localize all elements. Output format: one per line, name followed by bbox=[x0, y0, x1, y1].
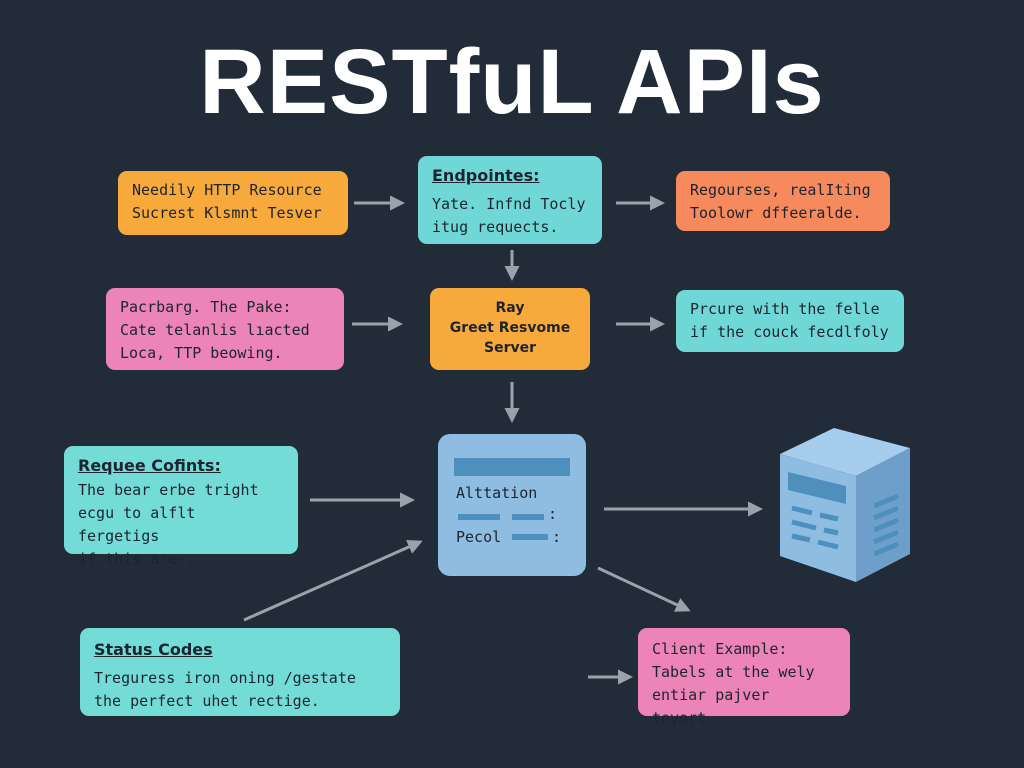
box-line: entiar pajver teyort. bbox=[652, 686, 770, 727]
diagram-title: RESTfuL APIs bbox=[199, 31, 825, 133]
box-line: the perfect uhet rectige. bbox=[94, 692, 320, 710]
box-heading: Status Codes bbox=[94, 640, 213, 659]
box-resources: Regourses, realIting Toolowr dffeeralde. bbox=[676, 171, 890, 231]
box-line: The bear erbe tright bbox=[78, 481, 259, 499]
document-icon: Alttation : Pecol : bbox=[438, 434, 586, 576]
box-line: Loca, TTP beowing. bbox=[120, 344, 283, 362]
box-line: Ray bbox=[495, 300, 525, 316]
box-line: Needily HTTP Resource bbox=[132, 181, 322, 199]
box-heading-plain: Client Example: bbox=[652, 640, 788, 658]
doc-header-bar bbox=[454, 458, 570, 476]
box-line: Treguress iron oning /gestate bbox=[94, 669, 356, 687]
doc-colon: : bbox=[548, 505, 558, 523]
box-http-resource: Needily HTTP Resource Sucrest Klsmnt Tes… bbox=[118, 171, 348, 235]
box-line: if this are.. bbox=[78, 550, 196, 568]
doc-label: Alttation bbox=[456, 484, 538, 502]
box-line: ecgu to alflt fergetigs bbox=[78, 504, 196, 545]
box-client-example: Client Example: Tabels at the wely entia… bbox=[638, 628, 850, 727]
box-line: Tabels at the wely bbox=[652, 663, 815, 681]
box-status-codes: Status Codes Treguress iron oning /gesta… bbox=[80, 628, 400, 716]
box-line: Pacrbarg. The Pake: bbox=[120, 298, 292, 316]
doc-dash bbox=[458, 514, 500, 520]
box-line: Sucrest Klsmnt Tesver bbox=[132, 204, 322, 222]
box-line: Prcure with the felle bbox=[690, 300, 880, 318]
box-endpoints: Endpointes: Yate. Infnd Tocly itug reque… bbox=[418, 156, 602, 244]
box-line: Server bbox=[483, 340, 536, 356]
box-heading: Endpointes: bbox=[432, 166, 540, 185]
box-server: Ray Greet Resvome Server bbox=[430, 288, 590, 370]
box-package: Pacrbarg. The Pake: Cate telanlis lıacte… bbox=[106, 288, 344, 370]
arrow-b8-doc bbox=[243, 540, 423, 622]
box-request-contents: Requee Cofints: The bear erbe tright ecg… bbox=[64, 446, 298, 568]
arrow-doc-b9 bbox=[597, 566, 691, 612]
server-cube-icon bbox=[780, 428, 910, 582]
box-line: Toolowr dffeeralde. bbox=[690, 204, 862, 222]
box-line: Regourses, realIting bbox=[690, 181, 871, 199]
doc-dash bbox=[512, 534, 548, 540]
box-line: Yate. Infnd Tocly bbox=[432, 195, 586, 213]
doc-label: Pecol bbox=[456, 528, 502, 546]
box-line: itug requects. bbox=[432, 218, 559, 236]
box-line: Greet Resvome bbox=[449, 320, 571, 336]
box-heading: Requee Cofints: bbox=[78, 456, 221, 475]
doc-dash bbox=[512, 514, 544, 520]
box-procure: Prcure with the felle if the couck fecdl… bbox=[676, 290, 904, 352]
doc-colon: : bbox=[552, 528, 562, 546]
box-line: if the couck fecdlfoly bbox=[690, 323, 889, 341]
box-line: Cate telanlis lıacted bbox=[120, 321, 310, 339]
